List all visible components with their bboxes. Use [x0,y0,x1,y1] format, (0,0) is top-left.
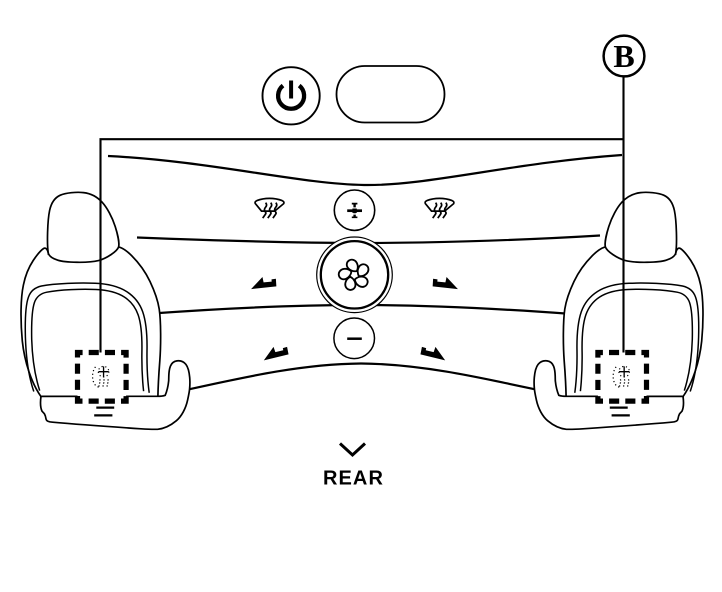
temp-down-button[interactable] [333,317,376,360]
top-controls [261,65,446,126]
heat-wave-icon-left [254,197,285,219]
plus-icon [347,202,362,219]
heated-seat-switch-right-outline[interactable] [598,353,647,402]
rear-direction: REAR [323,442,384,490]
chevron-down-icon [338,442,367,458]
fan-button-inner-ring [319,239,390,310]
fan-button[interactable] [316,236,393,314]
power-button[interactable] [261,66,321,126]
heated-seat-switch-right[interactable] [598,353,647,402]
callout-line [99,76,625,356]
plus-icon-ticks [351,202,358,219]
airflow-arrow-lower-left [261,344,289,361]
fan-button-outer-ring[interactable] [316,236,393,314]
heated-seat-switch-left-outline[interactable] [78,353,127,402]
airflow-arrow-lower-right [420,344,448,361]
callout-b: B [99,34,646,356]
heat-wave-icon-right [424,197,455,219]
rear-label: REAR [323,468,384,490]
power-icon-arc [275,83,307,111]
plus-icon-center [352,208,357,213]
display-pill[interactable] [335,65,446,124]
airflow-arrow-upper-right [432,276,459,290]
callout-b-label: B [613,38,634,74]
airflow-arrow-upper-left [250,276,277,290]
panel-curve-top [107,153,623,187]
heated-seat-switch-left[interactable] [78,353,127,402]
panel-buttons [250,189,459,361]
power-icon [275,80,307,111]
temp-up-button[interactable] [333,189,376,232]
callout-b-circle [602,34,646,78]
panel-curve-bottom [185,362,539,392]
